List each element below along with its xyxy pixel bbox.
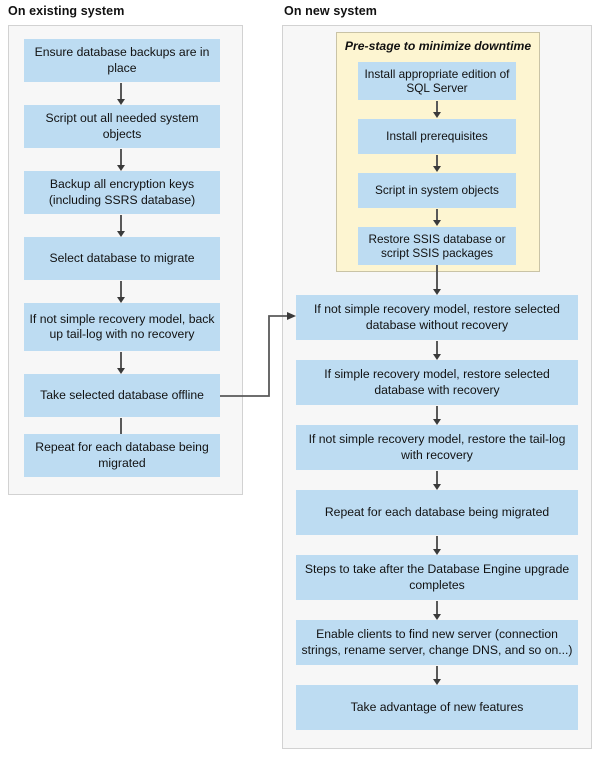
node-label: If not simple recovery model, back up ta… bbox=[29, 311, 215, 342]
arrow-connector bbox=[116, 215, 127, 237]
node-label: Script in system objects bbox=[375, 183, 499, 198]
node-label: Repeat for each database being migrated bbox=[324, 504, 550, 519]
column-header-new-system: On new system bbox=[284, 4, 377, 18]
node-restore-tail-log-with-recovery[interactable]: If not simple recovery model, restore th… bbox=[296, 425, 578, 470]
arrow-connector bbox=[116, 281, 127, 303]
arrow-connector bbox=[432, 666, 443, 685]
node-install-prerequisites[interactable]: Install prerequisites bbox=[358, 119, 516, 154]
arrow-connector bbox=[432, 341, 443, 360]
node-label: If not simple recovery model, restore se… bbox=[314, 302, 560, 332]
node-label: Take selected database offline bbox=[40, 387, 204, 402]
node-label: Take advantage of new features bbox=[350, 699, 524, 714]
node-backup-tail-log-no-recovery[interactable]: If not simple recovery model, back up ta… bbox=[24, 303, 220, 351]
node-steps-after-upgrade-completes[interactable]: Steps to take after the Database Engine … bbox=[296, 555, 578, 600]
node-backup-encryption-keys[interactable]: Backup all encryption keys (including SS… bbox=[24, 171, 220, 214]
arrow-connector bbox=[432, 101, 443, 118]
node-label: Ensure database backups are in place bbox=[34, 45, 210, 75]
node-select-database-to-migrate[interactable]: Select database to migrate bbox=[24, 237, 220, 280]
node-restore-ssis-database[interactable]: Restore SSIS database or script SSIS pac… bbox=[358, 227, 516, 265]
node-install-sql-server-edition[interactable]: Install appropriate edition of SQL Serve… bbox=[358, 62, 516, 100]
node-script-out-system-objects[interactable]: Script out all needed system objects bbox=[24, 105, 220, 148]
arrow-connector bbox=[116, 149, 127, 171]
node-label: Repeat for each database being migrated bbox=[35, 440, 209, 470]
prestage-group-title: Pre-stage to minimize downtime bbox=[344, 39, 532, 53]
arrow-connector bbox=[432, 155, 443, 172]
node-ensure-database-backups[interactable]: Ensure database backups are in place bbox=[24, 39, 220, 82]
arrow-connector bbox=[116, 83, 127, 105]
arrow-connector bbox=[432, 209, 443, 226]
node-label: Steps to take after the Database Engine … bbox=[304, 562, 570, 592]
node-repeat-each-database-existing[interactable]: Repeat for each database being migrated bbox=[24, 434, 220, 477]
arrow-connector bbox=[432, 471, 443, 490]
arrow-connector bbox=[116, 352, 127, 374]
arrow-connector bbox=[432, 601, 443, 620]
node-label: Restore SSIS database or script SSIS pac… bbox=[368, 231, 506, 261]
node-label: Install appropriate edition of SQL Serve… bbox=[364, 66, 510, 96]
node-label: If not simple recovery model, restore th… bbox=[308, 432, 566, 462]
arrow-connector bbox=[432, 406, 443, 425]
node-label: Install prerequisites bbox=[386, 129, 488, 144]
node-enable-clients-find-new-server[interactable]: Enable clients to find new server (conne… bbox=[296, 620, 578, 665]
arrow-connector-prestage-exit bbox=[432, 265, 443, 295]
node-restore-database-without-recovery[interactable]: If not simple recovery model, restore se… bbox=[296, 295, 578, 340]
node-script-in-system-objects[interactable]: Script in system objects bbox=[358, 173, 516, 208]
node-label: Backup all encryption keys (including SS… bbox=[48, 177, 196, 207]
node-take-advantage-of-new-features[interactable]: Take advantage of new features bbox=[296, 685, 578, 730]
node-take-database-offline[interactable]: Take selected database offline bbox=[24, 374, 220, 417]
node-label: Select database to migrate bbox=[49, 250, 195, 265]
node-label: If simple recovery model, restore select… bbox=[324, 367, 550, 397]
node-label: Enable clients to find new server (conne… bbox=[301, 627, 573, 657]
node-restore-database-with-recovery[interactable]: If simple recovery model, restore select… bbox=[296, 360, 578, 405]
column-header-existing-system: On existing system bbox=[8, 4, 125, 18]
node-repeat-each-database-new[interactable]: Repeat for each database being migrated bbox=[296, 490, 578, 535]
arrow-connector bbox=[432, 536, 443, 555]
node-label: Script out all needed system objects bbox=[45, 111, 199, 141]
